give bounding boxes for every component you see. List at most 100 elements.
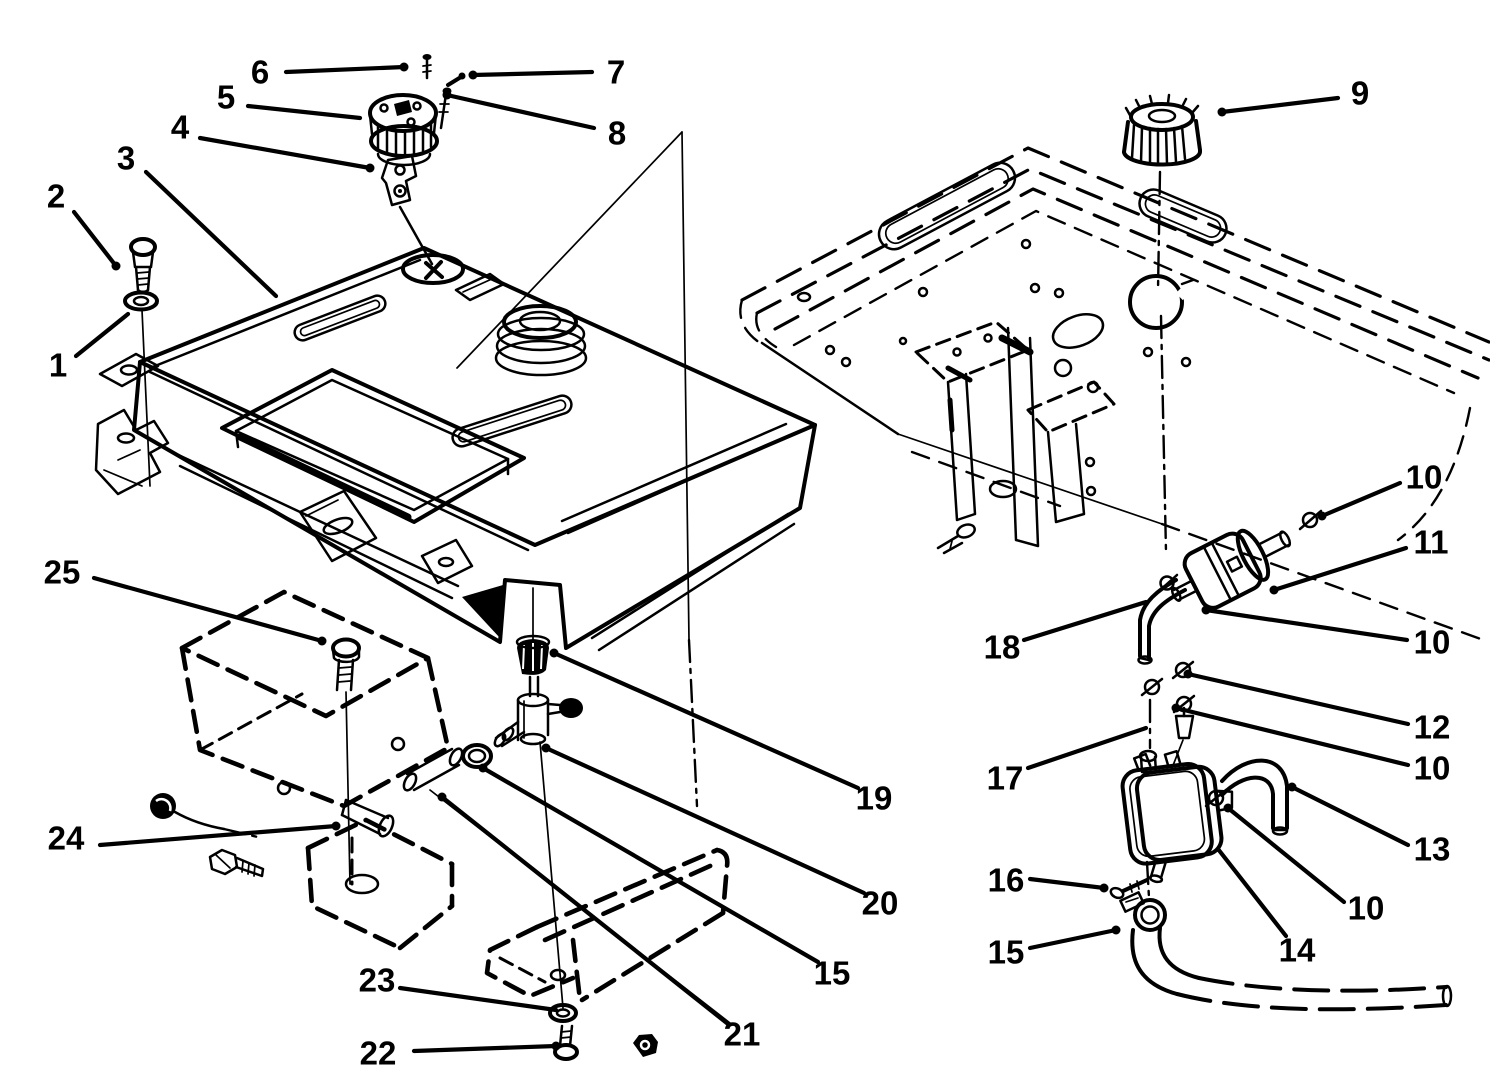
tank-guard-lower <box>484 847 730 1003</box>
callout-label-24-27: 24 <box>48 820 85 857</box>
leader-line-14 <box>1215 846 1289 939</box>
hose-clamp-15-right <box>1119 891 1167 932</box>
hose-21 <box>402 747 464 792</box>
fuel-valve-assembly <box>402 634 583 792</box>
leader-dot-2 <box>111 261 121 271</box>
tank-plate <box>454 272 506 302</box>
callout-label-10-9: 10 <box>1406 459 1443 496</box>
fuel-filler-hole <box>1128 274 1195 330</box>
callout-label-10-13: 10 <box>1414 750 1451 787</box>
bolt-25 <box>331 637 361 692</box>
leader-line-22 <box>411 1043 559 1054</box>
leader-line-10 <box>1225 805 1347 905</box>
leader-line-11 <box>1271 545 1409 593</box>
leader-dot-15 <box>1111 925 1121 935</box>
leader-line-7 <box>470 69 595 78</box>
callout-label-7-6: 7 <box>607 54 625 91</box>
leader-line-21 <box>439 794 731 1027</box>
leader-dot-24 <box>331 821 341 831</box>
tank-recess <box>220 368 526 524</box>
leader-line-8 <box>444 92 597 131</box>
tank-slot-left <box>293 294 387 342</box>
fuel-gauge-assembly <box>368 54 466 266</box>
gauge-hole <box>401 253 465 285</box>
callout-label-16-18: 16 <box>988 862 1025 899</box>
leader-dot-13 <box>1287 782 1297 792</box>
leader-line-15 <box>480 765 821 965</box>
callout-label-6-5: 6 <box>251 54 269 91</box>
callout-label-8-7: 8 <box>608 115 626 152</box>
bracket-bolt <box>936 523 976 555</box>
fuel-cap-9 <box>1122 93 1202 167</box>
leader-dot-10 <box>1223 803 1233 813</box>
leader-dot-11 <box>1269 585 1279 595</box>
leader-dot-25 <box>317 636 327 646</box>
fuel-pump-14 <box>1120 749 1234 884</box>
callout-label-22-25: 22 <box>360 1035 397 1072</box>
hose-clamp-10-pump <box>1204 788 1228 808</box>
leader-line-19 <box>551 650 861 791</box>
callout-label-10-15: 10 <box>1348 890 1385 927</box>
pin-7 <box>446 72 466 87</box>
hose-clamp-10-outlet <box>1298 509 1323 531</box>
hex-bolt <box>208 848 265 878</box>
gauge-cap-5 <box>368 93 439 167</box>
screw-6 <box>422 54 432 80</box>
panel-holes <box>796 238 1192 368</box>
leader-dot-4 <box>365 163 375 173</box>
chassis-panel <box>739 146 1490 644</box>
leader-line-18 <box>1021 599 1149 643</box>
callout-label-4-3: 4 <box>171 109 190 146</box>
leader-line-13 <box>1289 784 1411 848</box>
bolt-22 <box>553 1024 579 1061</box>
leader-dot-10 <box>1171 703 1181 713</box>
callout-label-13-14: 13 <box>1414 831 1451 868</box>
leader-dot-15 <box>478 763 488 773</box>
callout-label-3-2: 3 <box>117 140 135 177</box>
leader-dot-8 <box>442 90 452 100</box>
leader-dot-6 <box>399 62 409 72</box>
leader-line-15 <box>1027 927 1119 951</box>
tank-slot-right <box>451 394 573 448</box>
callout-label-23-26: 23 <box>359 962 396 999</box>
leader-line-10 <box>1173 705 1411 768</box>
leader-dot-9 <box>1217 107 1227 117</box>
leader-line-4 <box>197 135 373 171</box>
callout-label-9-8: 9 <box>1351 75 1369 112</box>
leader-line-25 <box>91 575 325 644</box>
leader-dot-7 <box>468 70 478 80</box>
callout-label-12-12: 12 <box>1414 709 1451 746</box>
hose-13 <box>1220 758 1289 836</box>
callout-label-14-16: 14 <box>1279 932 1316 969</box>
strap-24 <box>340 798 395 838</box>
leader-line-9 <box>1219 95 1341 115</box>
leader-line-10 <box>1203 607 1410 643</box>
bolt-2 <box>129 237 157 294</box>
leader-line-23 <box>397 985 559 1013</box>
float-arm <box>398 205 434 266</box>
leader-line-10 <box>1319 480 1403 519</box>
leader-line-20 <box>543 745 867 896</box>
fuel-hose-long <box>1130 926 1453 1012</box>
callout-label-18-20: 18 <box>984 629 1021 666</box>
callout-label-17-19: 17 <box>987 760 1024 797</box>
filler-neck <box>494 304 588 377</box>
bracket-lower-left <box>305 817 455 951</box>
callout-label-15-17: 15 <box>988 934 1025 971</box>
leader-dot-10 <box>1317 511 1327 521</box>
leader-dot-16 <box>1099 883 1109 893</box>
leader-dot-21 <box>437 792 447 802</box>
callout-label-5-4: 5 <box>217 79 235 116</box>
washer-1 <box>123 290 159 312</box>
leader-line-6 <box>283 64 407 75</box>
elbow-hose-18 <box>1137 573 1187 665</box>
leader-dot-10 <box>1201 605 1211 615</box>
callout-label-19-21: 19 <box>856 780 893 817</box>
leader-line-1 <box>73 311 131 359</box>
leader-line-3 <box>143 169 279 299</box>
leader-line-16 <box>1027 876 1107 891</box>
leader-dot-22 <box>551 1041 561 1051</box>
leader-line-12 <box>1185 671 1411 727</box>
fuel-tank <box>94 246 817 652</box>
